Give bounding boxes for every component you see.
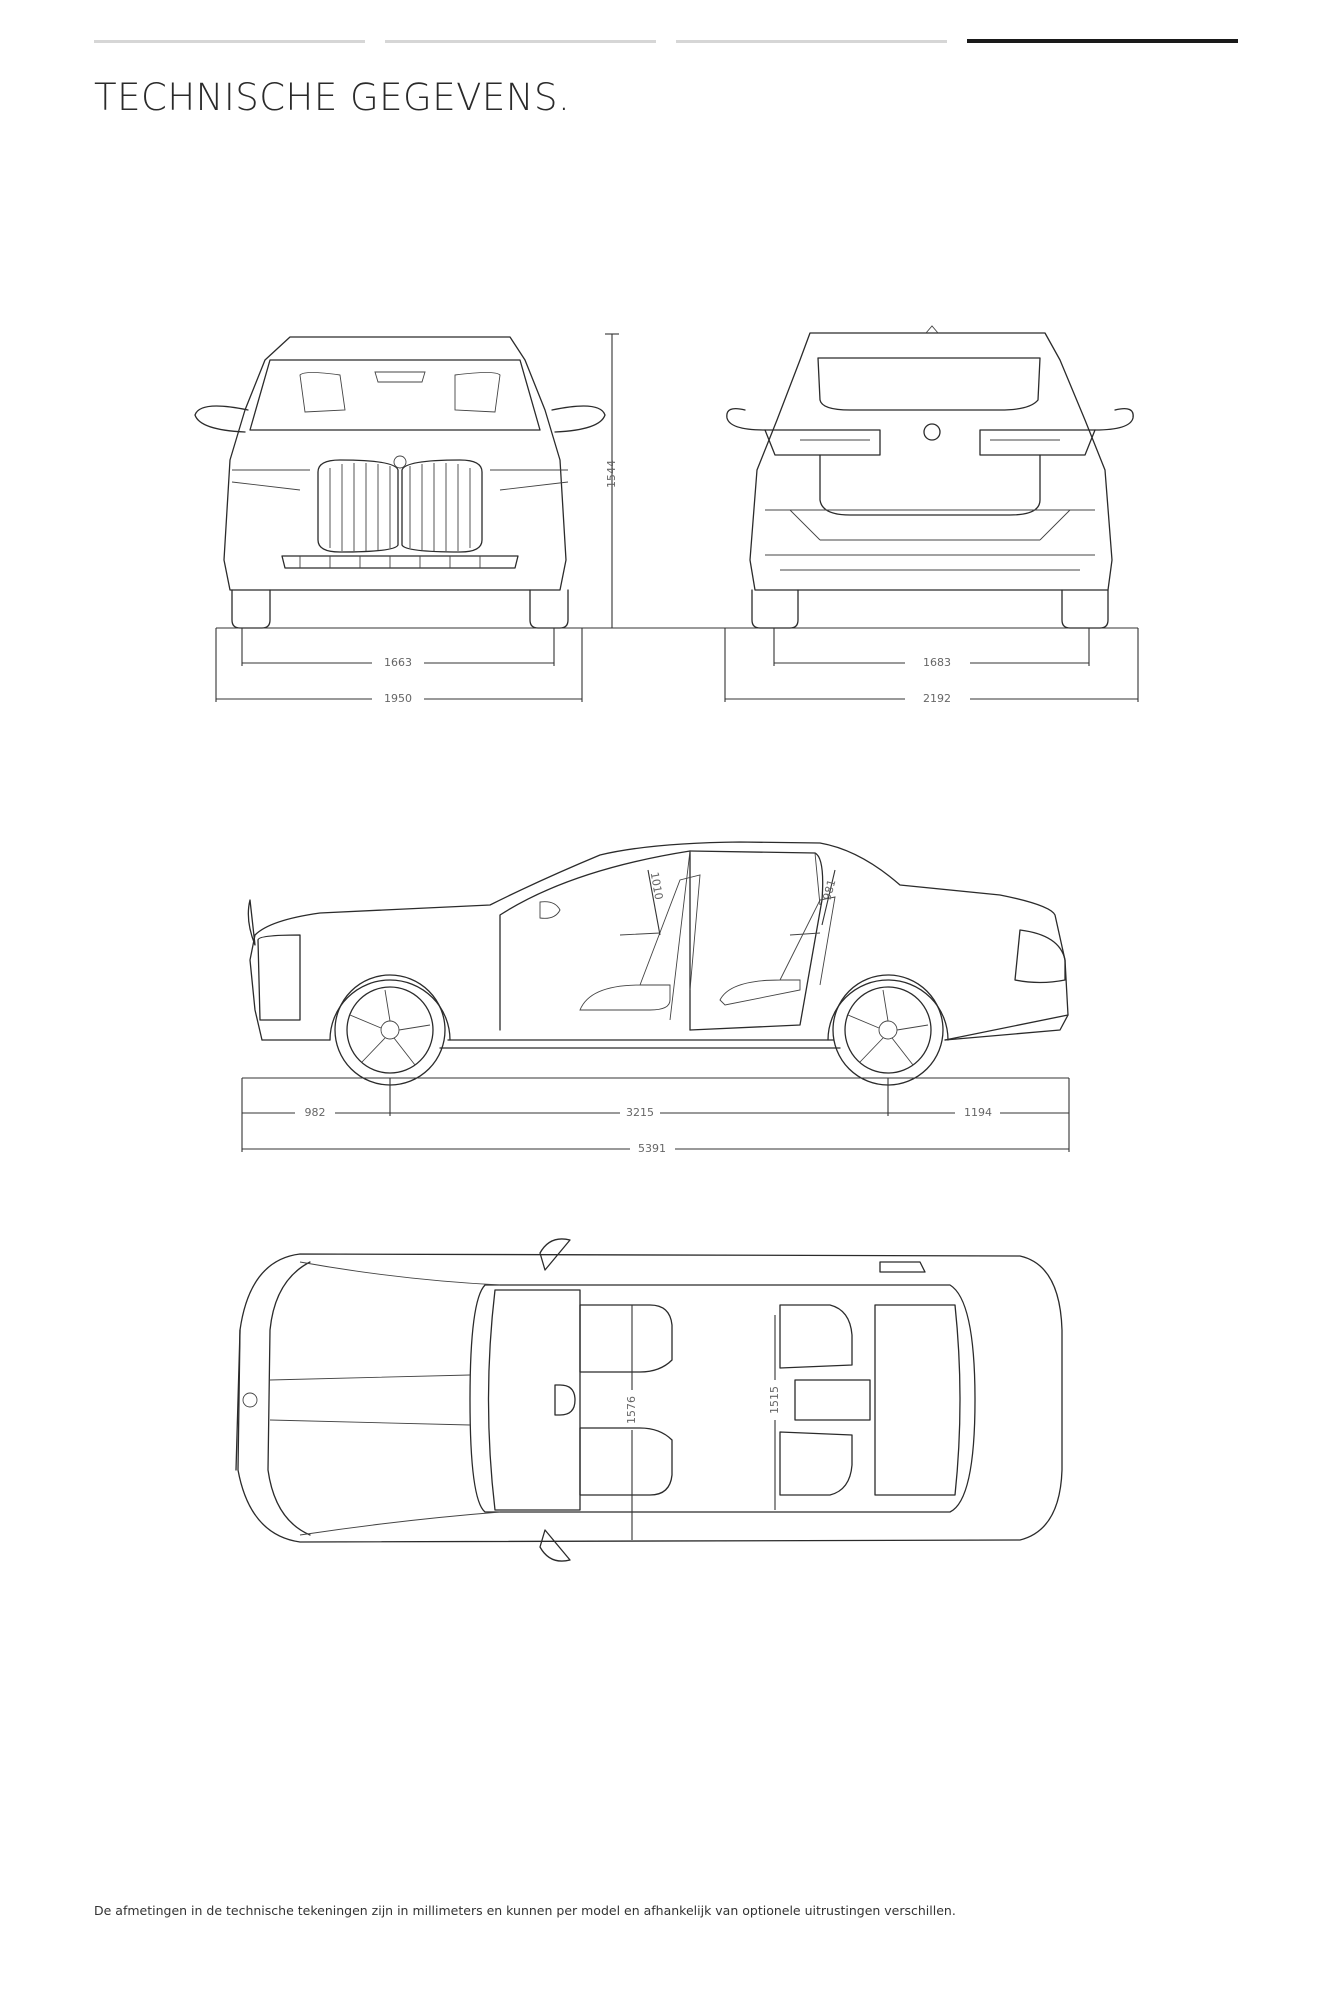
side-view-dimensions xyxy=(241,869,1070,1152)
dim-rear-overhang: 1194 xyxy=(964,1106,992,1119)
top-view-dimensions xyxy=(631,1305,776,1540)
dim-rear-headroom: 981 xyxy=(821,878,839,902)
dim-length: 5391 xyxy=(638,1142,666,1155)
front-view-drawing xyxy=(194,336,606,629)
rear-view-dimensions xyxy=(724,628,1139,702)
dim-front-shoulder-width: 1576 xyxy=(625,1396,638,1424)
dim-wheelbase: 3215 xyxy=(626,1106,654,1119)
dim-width-mirrors: 2192 xyxy=(923,692,951,705)
page-title: TECHNISCHE GEGEVENS. xyxy=(94,76,571,119)
side-view-drawing xyxy=(247,841,1069,1086)
dim-front-overhang: 982 xyxy=(305,1106,326,1119)
progress-segment-4-active xyxy=(967,39,1238,43)
dim-front-track: 1663 xyxy=(384,656,412,669)
dim-rear-track: 1683 xyxy=(923,656,951,669)
progress-segment-1 xyxy=(94,40,365,43)
footnote: De afmetingen in de technische tekeninge… xyxy=(94,1903,956,1918)
dim-front-headroom: 1010 xyxy=(648,871,666,901)
progress-segment-3 xyxy=(676,40,947,43)
dim-width: 1950 xyxy=(384,692,412,705)
top-view-drawing xyxy=(235,1238,1063,1562)
dim-rear-shoulder-width: 1515 xyxy=(768,1386,781,1414)
dim-height: 1544 xyxy=(605,460,618,488)
rear-view-drawing xyxy=(726,325,1134,629)
front-view-dimensions xyxy=(215,333,619,702)
progress-segment-2 xyxy=(385,40,656,43)
